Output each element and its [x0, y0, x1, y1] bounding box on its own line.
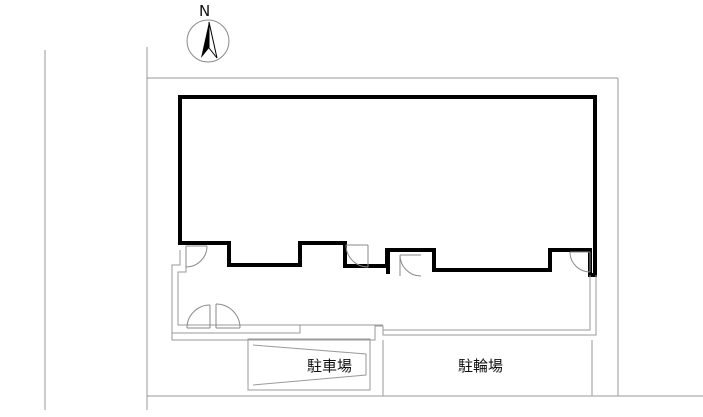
- bicycle-parking-label: 駐輪場: [458, 357, 503, 375]
- site-boundary: [146, 47, 703, 410]
- car-parking-space: [247, 338, 371, 391]
- building-outline: [178, 95, 597, 277]
- double-door-icon: [186, 303, 241, 329]
- door-icon: [345, 244, 369, 268]
- car-parking-label: 駐車場: [307, 357, 352, 375]
- door-icon: [185, 245, 208, 268]
- entrance-area-outline: [171, 250, 597, 341]
- north-compass-icon: N: [186, 2, 230, 63]
- compass-north-label: N: [199, 2, 210, 20]
- door-icon: [399, 254, 422, 277]
- door-icon: [569, 251, 591, 273]
